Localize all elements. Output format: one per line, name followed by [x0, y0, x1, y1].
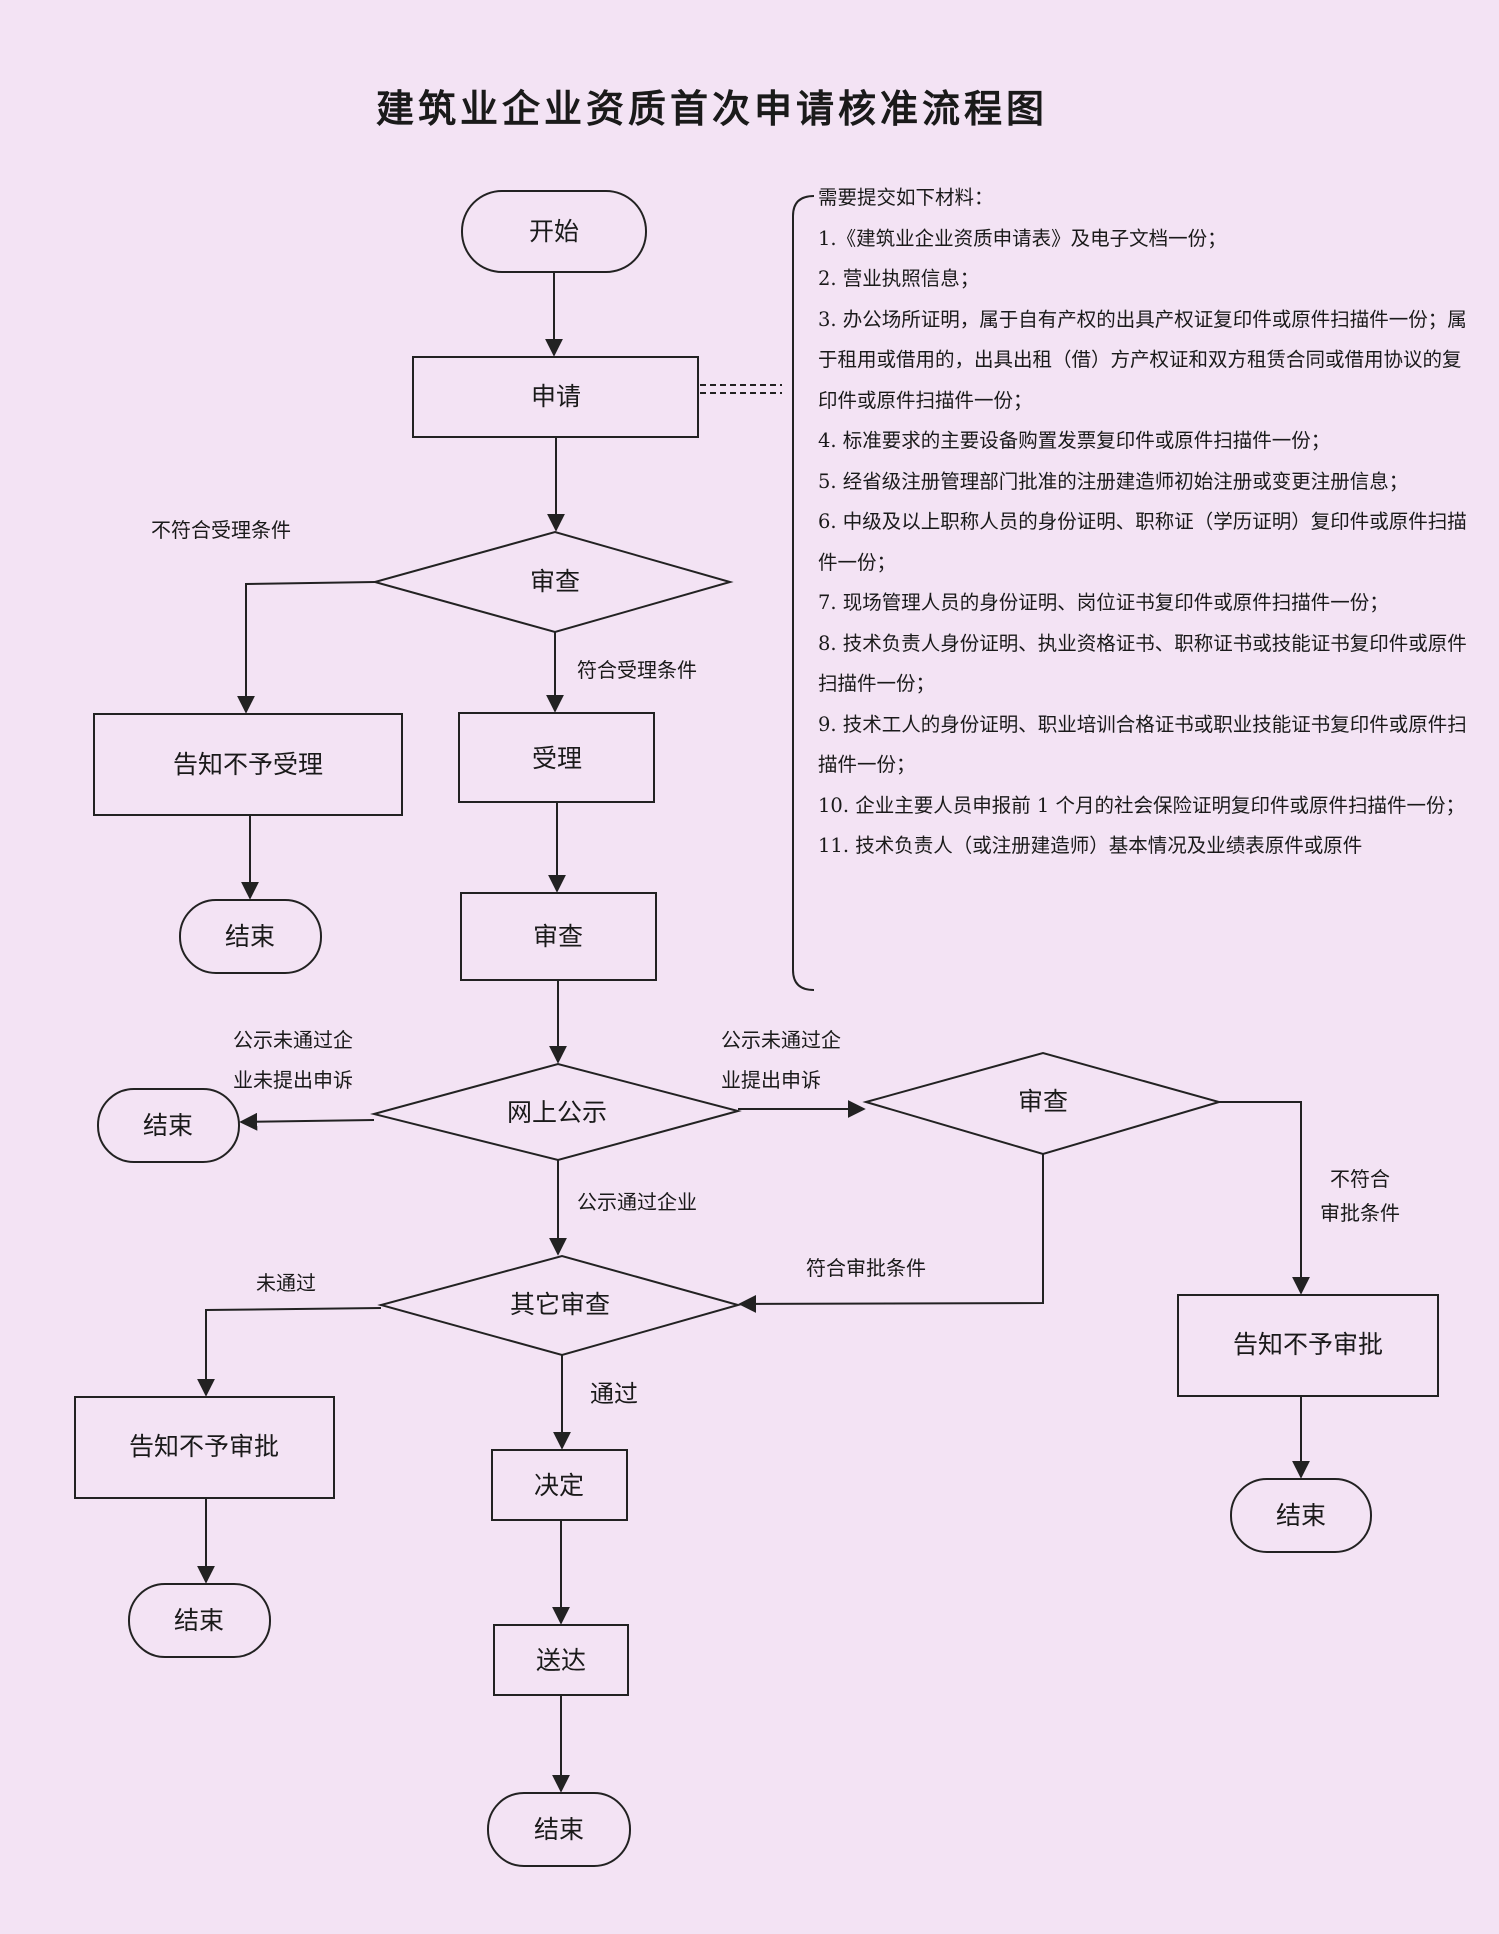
node-notify-reject-accept-label: 告知不予受理	[173, 750, 323, 779]
node-review3: 审查	[862, 1051, 1223, 1156]
node-start-label: 开始	[529, 217, 579, 246]
node-decide-label: 决定	[534, 1471, 584, 1500]
materials-item-4: 4. 标准要求的主要设备购置发票复印件或原件扫描件一份；	[818, 429, 1331, 452]
label-publicity-fail-no-appeal-2: 业未提出申诉	[233, 1068, 353, 1092]
node-review1: 审查	[371, 530, 734, 634]
node-deliver: 送达	[493, 1624, 629, 1696]
node-end5: 结束	[1230, 1478, 1372, 1553]
edge-review1-reject	[237, 581, 376, 714]
label-meet-approval: 符合审批条件	[806, 1256, 926, 1280]
materials-item-5: 5. 经省级注册管理部门批准的注册建造师初始注册或变更注册信息；	[818, 469, 1409, 493]
node-end1-label: 结束	[225, 922, 275, 951]
label-passed: 通过	[590, 1380, 638, 1408]
materials-item-1: 1.《建筑业企业资质申请表》及电子文档一份；	[818, 226, 1227, 250]
label-publicity-fail-appeal-2: 业提出申诉	[721, 1068, 821, 1092]
node-end2: 结束	[97, 1088, 240, 1163]
materials-item-7: 7. 现场管理人员的身份证明、岗位证书复印件或原件扫描件一份；	[818, 591, 1389, 614]
edge-publicity-end2	[239, 1112, 375, 1131]
node-end5-label: 结束	[1276, 1501, 1326, 1530]
label-not-meet-accept: 不符合受理条件	[151, 518, 291, 542]
label-not-meet-approval-2: 审批条件	[1320, 1201, 1400, 1225]
materials-item-9: 9. 技术工人的身份证明、职业培训合格证书或职业技能证书复印件或原件扫描件一份；	[818, 712, 1467, 777]
node-review3-label: 审查	[1018, 1087, 1068, 1116]
node-notify-reject-approval-left: 告知不予审批	[74, 1396, 335, 1499]
materials-list: 需要提交如下材料： 1.《建筑业企业资质申请表》及电子文档一份； 2. 营业执照…	[818, 178, 1473, 867]
label-meet-accept: 符合受理条件	[577, 658, 697, 682]
materials-item-3: 3. 办公场所证明，属于自有产权的出具产权证复印件或原件扫描件一份；属于租用或借…	[818, 307, 1467, 412]
node-end4-label: 结束	[534, 1815, 584, 1844]
label-publicity-fail-appeal-1: 公示未通过企	[721, 1028, 841, 1052]
node-deliver-label: 送达	[536, 1646, 586, 1675]
label-not-meet-approval-1: 不符合	[1330, 1167, 1390, 1191]
node-end1: 结束	[179, 899, 322, 974]
node-notify-reject-approval-left-label: 告知不予审批	[129, 1432, 279, 1461]
node-apply-label: 申请	[531, 382, 581, 411]
node-apply: 申请	[412, 356, 699, 438]
materials-item-10: 10. 企业主要人员申报前 1 个月的社会保险证明复印件或原件扫描件一份；	[818, 793, 1466, 817]
label-publicity-pass: 公示通过企业	[577, 1190, 697, 1214]
node-notify-reject-approval-right-label: 告知不予审批	[1233, 1330, 1383, 1359]
node-other-review: 其它审查	[377, 1254, 742, 1357]
node-publicity-label: 网上公示	[507, 1098, 607, 1127]
label-publicity-fail-no-appeal-1: 公示未通过企	[233, 1028, 353, 1052]
materials-item-6: 6. 中级及以上职称人员的身份证明、职称证（学历证明）复印件或原件扫描件一份；	[818, 510, 1467, 574]
node-publicity: 网上公示	[370, 1062, 742, 1162]
node-accept-label: 受理	[532, 744, 582, 773]
node-review1-label: 审查	[530, 567, 580, 596]
node-end3: 结束	[128, 1583, 271, 1658]
node-accept: 受理	[458, 712, 655, 803]
page-title: 建筑业企业资质首次申请核准流程图	[376, 87, 1048, 131]
node-decide: 决定	[491, 1449, 628, 1521]
node-notify-reject-accept: 告知不予受理	[93, 713, 403, 816]
label-not-passed: 未通过	[256, 1271, 316, 1295]
node-other-review-label: 其它审查	[510, 1290, 610, 1319]
node-notify-reject-approval-right: 告知不予审批	[1177, 1294, 1439, 1397]
edge-other-review-reject	[197, 1307, 382, 1397]
node-end3-label: 结束	[174, 1606, 224, 1635]
node-end2-label: 结束	[143, 1111, 193, 1140]
node-end4: 结束	[487, 1792, 631, 1867]
edge-review3-other-review	[738, 1154, 1044, 1313]
materials-bracket	[792, 195, 815, 991]
materials-item-8: 8. 技术负责人身份证明、执业资格证书、职称证书或技能证书复印件或原件扫描件一份…	[818, 631, 1467, 696]
materials-item-2: 2. 营业执照信息；	[818, 267, 980, 290]
edge-review3-reject	[1219, 1101, 1310, 1295]
node-review2: 审查	[460, 892, 657, 981]
materials-heading: 需要提交如下材料：	[818, 186, 994, 209]
node-review2-label: 审查	[533, 922, 583, 951]
node-start: 开始	[461, 190, 647, 273]
materials-item-11: 11. 技术负责人（或注册建造师）基本情况及业绩表原件或原件	[818, 834, 1363, 857]
